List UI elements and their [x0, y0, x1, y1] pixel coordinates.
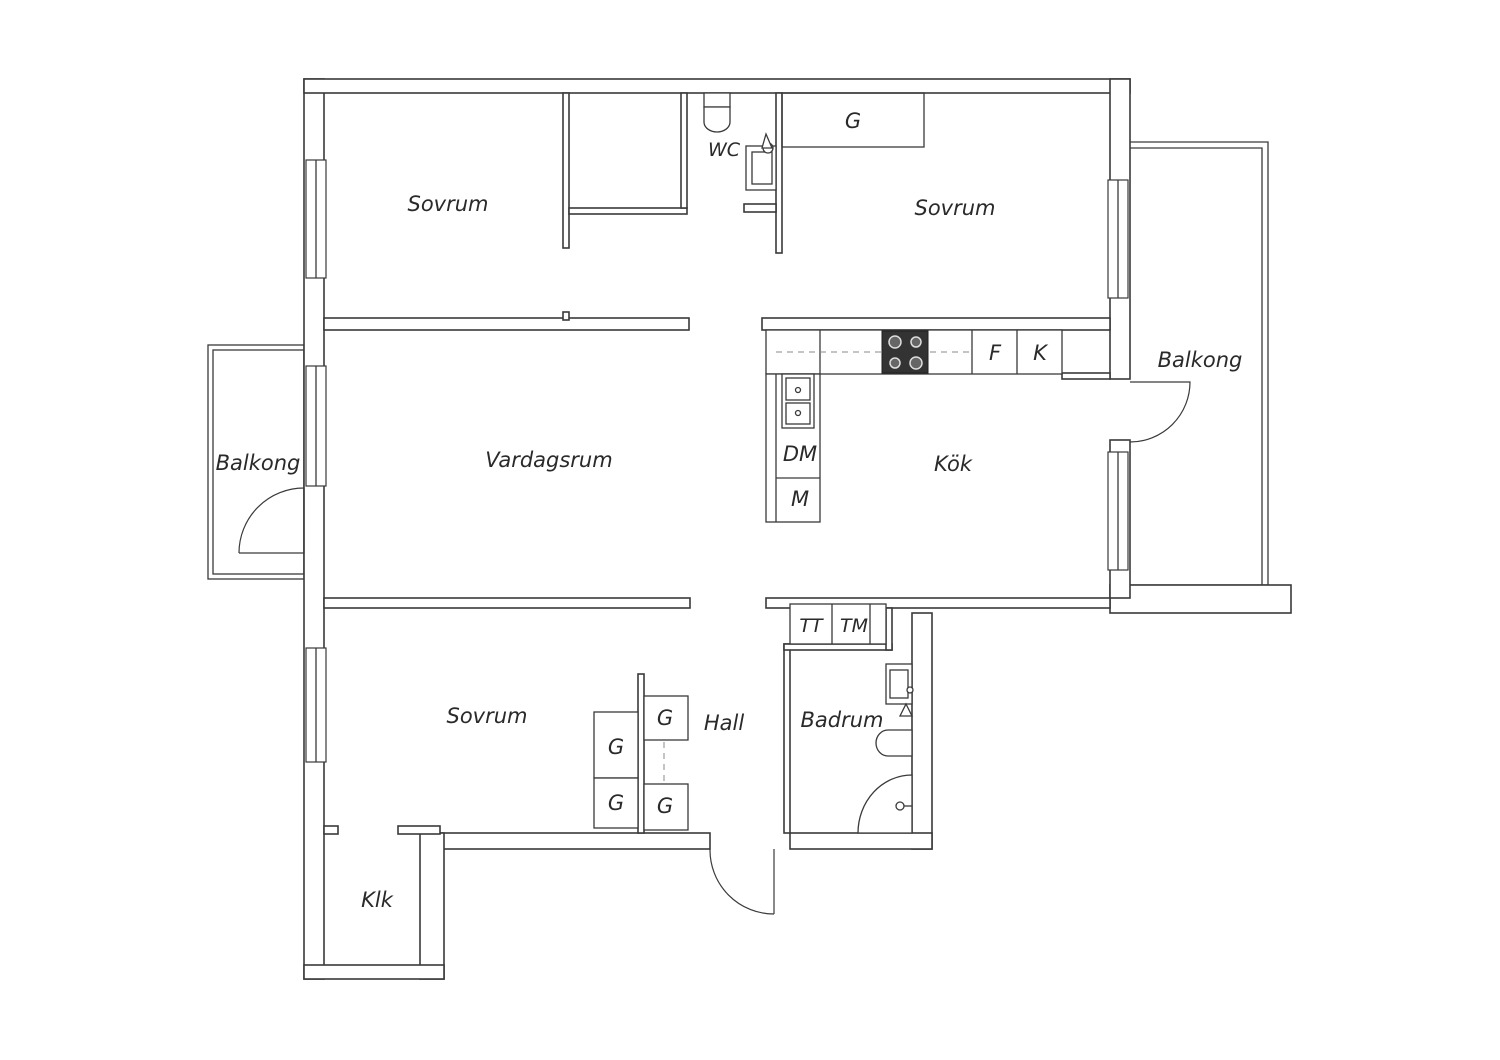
label-wardrobe-1: G — [657, 706, 673, 730]
label-wc: WC — [708, 139, 741, 161]
label-kok: Kök — [934, 452, 973, 476]
laundry-units — [789, 603, 887, 645]
label-wardrobe-2: G — [608, 735, 624, 759]
wardrobes-hall — [593, 695, 689, 831]
bath-toilet — [875, 702, 914, 757]
label-dishwasher: DM — [783, 442, 817, 466]
label-wardrobe-3: G — [608, 791, 624, 815]
fixture-labels: F K DM M TT TM G G G G — [608, 341, 1049, 818]
wc-toilet — [703, 92, 731, 133]
label-sovrum-sw: Sovrum — [446, 704, 527, 728]
label-hall: Hall — [704, 711, 744, 735]
balcony-east-slab — [1109, 584, 1292, 614]
label-fridge: F — [989, 341, 1002, 365]
label-microwave: M — [791, 487, 809, 511]
label-sovrum-nw: Sovrum — [407, 192, 488, 216]
doors — [238, 381, 1191, 915]
label-sovrum-ne: Sovrum — [914, 196, 995, 220]
wc-sink — [745, 132, 777, 191]
kitchen-hob — [881, 330, 929, 374]
bath-sink — [885, 663, 914, 705]
label-dryer: TT — [799, 615, 824, 637]
bath-shower — [857, 774, 913, 834]
label-klk: Klk — [361, 888, 394, 912]
label-vardagsrum: Vardagsrum — [485, 448, 612, 472]
label-garderob-ne: G — [845, 109, 861, 133]
interior-walls — [323, 92, 1111, 835]
label-wardrobe-4: G — [657, 794, 673, 818]
kitchen-sink — [781, 373, 815, 429]
windows — [305, 159, 1129, 763]
label-balkong-west: Balkong — [216, 451, 301, 475]
label-balkong-east: Balkong — [1158, 348, 1243, 372]
room-labels: Sovrum WC G Sovrum Balkong Balkong Varda… — [216, 109, 1243, 912]
label-washer: TM — [840, 615, 868, 637]
label-badrum: Badrum — [800, 708, 883, 732]
label-freezer: K — [1033, 341, 1049, 365]
